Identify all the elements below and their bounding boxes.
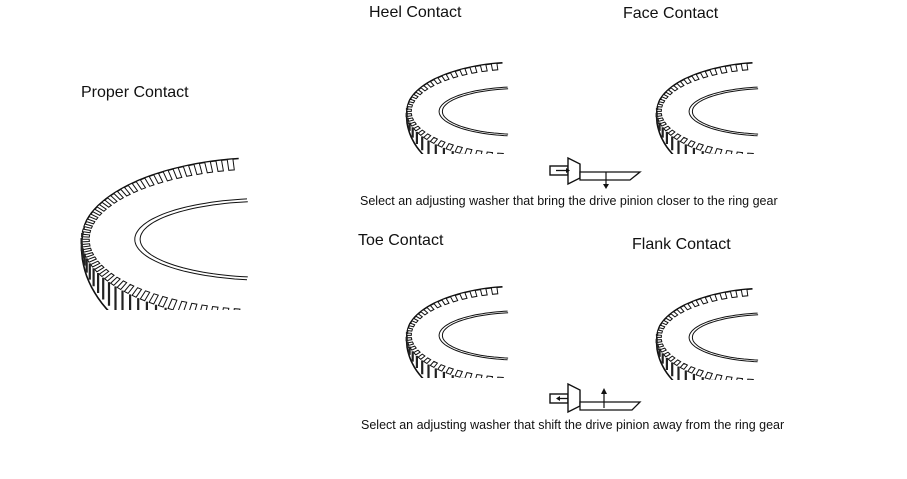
heel-contact-label: Heel Contact: [369, 4, 462, 21]
heel-contact-gear-icon: [405, 62, 509, 154]
flank-contact-label: Flank Contact: [632, 236, 731, 253]
proper-contact-label: Proper Contact: [81, 84, 189, 101]
flank-contact-gear-icon: [655, 288, 759, 380]
toe-contact-label: Toe Contact: [358, 232, 444, 249]
face-contact-gear-icon: [655, 62, 759, 154]
adjust-closer-caption: Select an adjusting washer that bring th…: [360, 194, 778, 208]
pinion-adjust-away-icon: [549, 382, 642, 414]
adjust-away-caption: Select an adjusting washer that shift th…: [361, 418, 785, 432]
toe-contact-gear-icon: [405, 286, 509, 378]
pinion-adjust-closer-icon: [549, 156, 642, 189]
face-contact-label: Face Contact: [623, 5, 719, 22]
proper-contact-gear-icon: [80, 157, 248, 310]
